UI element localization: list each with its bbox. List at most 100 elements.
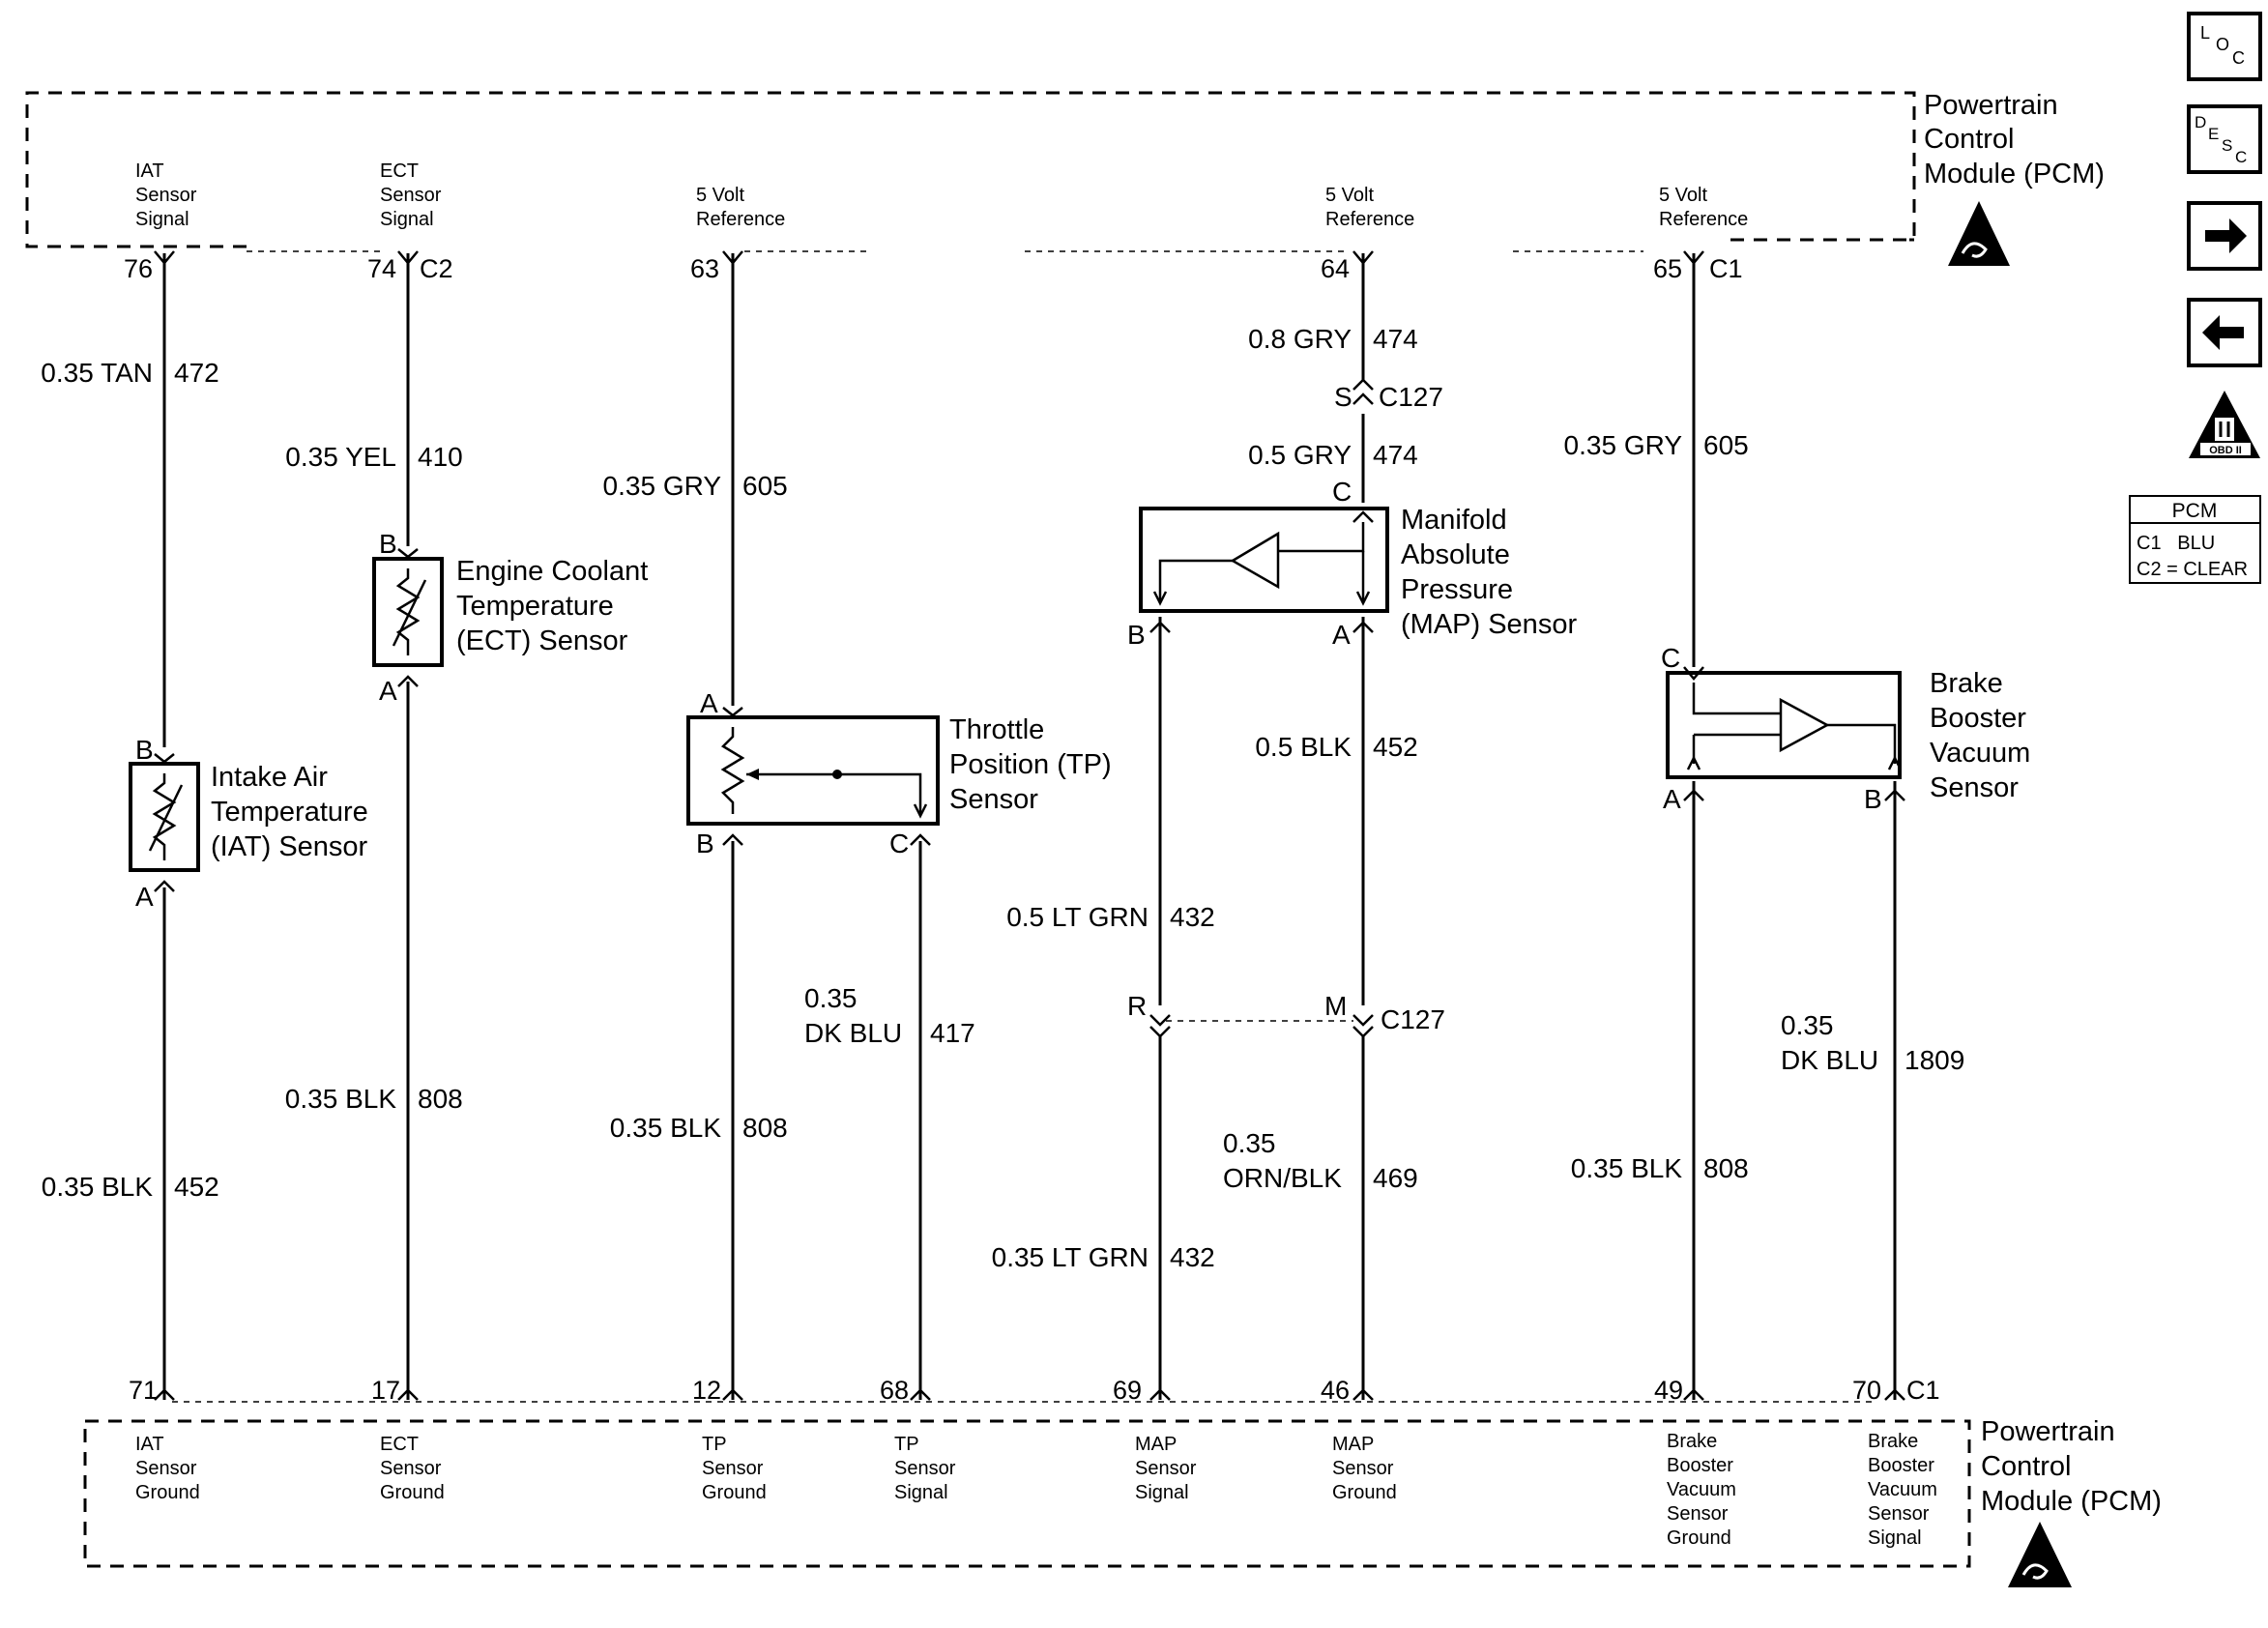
ect-sensor-name-2: Temperature	[456, 591, 614, 622]
loc-letter-o: O	[2216, 35, 2229, 54]
iat-sensor-name-3: (IAT) Sensor	[211, 831, 368, 862]
ect-sensor-name-1: Engine Coolant	[456, 556, 648, 587]
location-button[interactable]: L O C	[2187, 12, 2262, 81]
description-button[interactable]: D E S C	[2187, 104, 2262, 174]
obd-ii-label: OBD II	[2209, 445, 2242, 456]
wire-label-gauge: DK BLU	[804, 1018, 902, 1048]
legend-row-c2: C2 = CLEAR	[2137, 559, 2248, 580]
pcm-top-title-2: Control	[1924, 124, 2015, 155]
pcm-signal-iat-3: Signal	[135, 209, 189, 230]
pcm-bottom-title-1: Powertrain	[1981, 1416, 2115, 1447]
pcm-signal-ect-gnd-1: ECT	[380, 1434, 419, 1455]
pin-65: 65	[1653, 254, 1682, 283]
pcm-signal-tp-sig-1: TP	[894, 1434, 919, 1455]
wire-label-circuit: 417	[930, 1018, 975, 1048]
iat-sensor-name-1: Intake Air	[211, 762, 328, 793]
wire-label-gauge: 0.35 LT GRN	[992, 1242, 1149, 1272]
wire-label-gauge: 0.35 BLK	[1571, 1153, 1683, 1183]
pin-63: 63	[690, 254, 719, 283]
wire-label-circuit: 469	[1373, 1163, 1418, 1193]
map-sensor-name-3: Pressure	[1401, 574, 1513, 605]
wire-label-circuit: 452	[1373, 732, 1418, 762]
wire-label-circuit: 432	[1170, 902, 1215, 932]
pcm-bottom-border	[83, 1419, 1971, 1568]
pcm-signal-tp-sig-2: Sensor	[894, 1458, 956, 1479]
connector-legend: PCM C1 BLU C2 = CLEAR	[2129, 495, 2261, 584]
thermistor-icon	[395, 568, 421, 655]
pcm-signal-map-sig-1: MAP	[1135, 1434, 1177, 1455]
pcm-signal-iat-gnd-2: Sensor	[135, 1458, 197, 1479]
pin-17: 17	[371, 1376, 400, 1405]
pcm-signal-bbv-gnd-4: Sensor	[1667, 1503, 1729, 1525]
wire-label-circuit: 808	[418, 1084, 463, 1114]
pcm-top-border	[25, 91, 1916, 248]
wire-label-circuit: 605	[1703, 430, 1749, 460]
iat-sensor: B A Intake Air Temperature (IAT) Sensor	[129, 735, 368, 912]
next-button[interactable]	[2187, 201, 2262, 271]
desc-letter-e: E	[2208, 125, 2219, 143]
pcm-signal-ref64-1: 5 Volt	[1325, 185, 1374, 206]
desc-letter-s: S	[2222, 136, 2232, 155]
pcm-signal-bbv-sig-2: Booster	[1868, 1455, 1934, 1476]
pin-64: 64	[1321, 254, 1350, 283]
iat-pin-a: A	[135, 882, 154, 912]
c127-bottom-pin-m: M	[1324, 991, 1347, 1021]
wire-label-circuit: 472	[174, 358, 219, 388]
desc-letter-d: D	[2195, 113, 2206, 131]
pin-46: 46	[1321, 1376, 1350, 1405]
connector-c2: C2	[420, 254, 453, 283]
wire-label-gauge: 0.5 LT GRN	[1006, 902, 1149, 932]
wire-label-circuit: 474	[1373, 440, 1418, 470]
tp-sensor-name-1: Throttle	[949, 714, 1044, 745]
legend-title: PCM	[2172, 500, 2218, 522]
previous-button[interactable]	[2187, 298, 2262, 367]
pin-12: 12	[692, 1376, 721, 1405]
pcm-signal-ect-3: Signal	[380, 209, 434, 230]
bbv-pin-a: A	[1663, 784, 1681, 814]
pcm-signal-ect-2: Sensor	[380, 185, 442, 206]
pcm-signal-tp-sig-3: Signal	[894, 1482, 948, 1503]
wire-label-circuit: 808	[742, 1113, 788, 1143]
c127-bottom-pin-r: R	[1127, 991, 1147, 1021]
loc-letter-c: C	[2232, 48, 2245, 68]
tp-pin-b: B	[696, 829, 714, 858]
pcm-signal-ref63-2: Reference	[696, 209, 785, 230]
pcm-signal-iat-gnd-1: IAT	[135, 1434, 164, 1455]
pcm-signal-map-sig-2: Sensor	[1135, 1458, 1197, 1479]
wire-label-gauge: 0.35 YEL	[285, 442, 396, 472]
wire-label-gauge: 0.35	[804, 983, 858, 1013]
bbv-pin-b: B	[1864, 784, 1882, 814]
pcm-signal-map-sig-3: Signal	[1135, 1482, 1189, 1503]
pin-68: 68	[880, 1376, 909, 1405]
pcm-signal-bbv-sig-4: Sensor	[1868, 1503, 1930, 1525]
pcm-signal-map-gnd-3: Ground	[1332, 1482, 1397, 1503]
pcm-top: Powertrain Control Module (PCM) IAT Sens…	[25, 90, 2105, 283]
pcm-signal-tp-gnd-3: Ground	[702, 1482, 767, 1503]
wire-label-gauge: 0.35 GRY	[1564, 430, 1683, 460]
pcm-signal-bbv-gnd-5: Ground	[1667, 1527, 1731, 1549]
pcm-signal-map-gnd-2: Sensor	[1332, 1458, 1394, 1479]
pcm-signal-bbv-gnd-2: Booster	[1667, 1455, 1733, 1476]
bbv-sensor: C A B Brake Booster Vacuum Sensor	[1661, 643, 2030, 814]
potentiometer-icon	[720, 727, 745, 814]
pcm-signal-ect-gnd-2: Sensor	[380, 1458, 442, 1479]
pcm-signal-ref65-2: Reference	[1659, 209, 1748, 230]
tp-pin-a: A	[700, 688, 718, 718]
map-pin-b: B	[1127, 620, 1146, 650]
pin-49: 49	[1654, 1376, 1683, 1405]
wire-label-circuit: 452	[174, 1172, 219, 1202]
obd-ii-icon: OBD II	[2189, 391, 2260, 458]
ect-pin-b: B	[379, 529, 397, 559]
wire-label-gauge: 0.35 TAN	[41, 358, 153, 388]
pcm-signal-iat-1: IAT	[135, 160, 164, 182]
pcm-signal-ref65-1: 5 Volt	[1659, 185, 1707, 206]
wire-label-circuit: 1809	[1905, 1045, 1964, 1075]
pin-69: 69	[1113, 1376, 1142, 1405]
c127-top-pin: S	[1334, 382, 1352, 412]
bbv-sensor-name-4: Sensor	[1930, 772, 2019, 803]
c127-top-name: C127	[1379, 382, 1443, 412]
wire-label-gauge: 0.35 BLK	[285, 1084, 397, 1114]
esd-warning-icon	[2008, 1522, 2072, 1587]
wire-label-gauge: 0.5 GRY	[1248, 440, 1352, 470]
